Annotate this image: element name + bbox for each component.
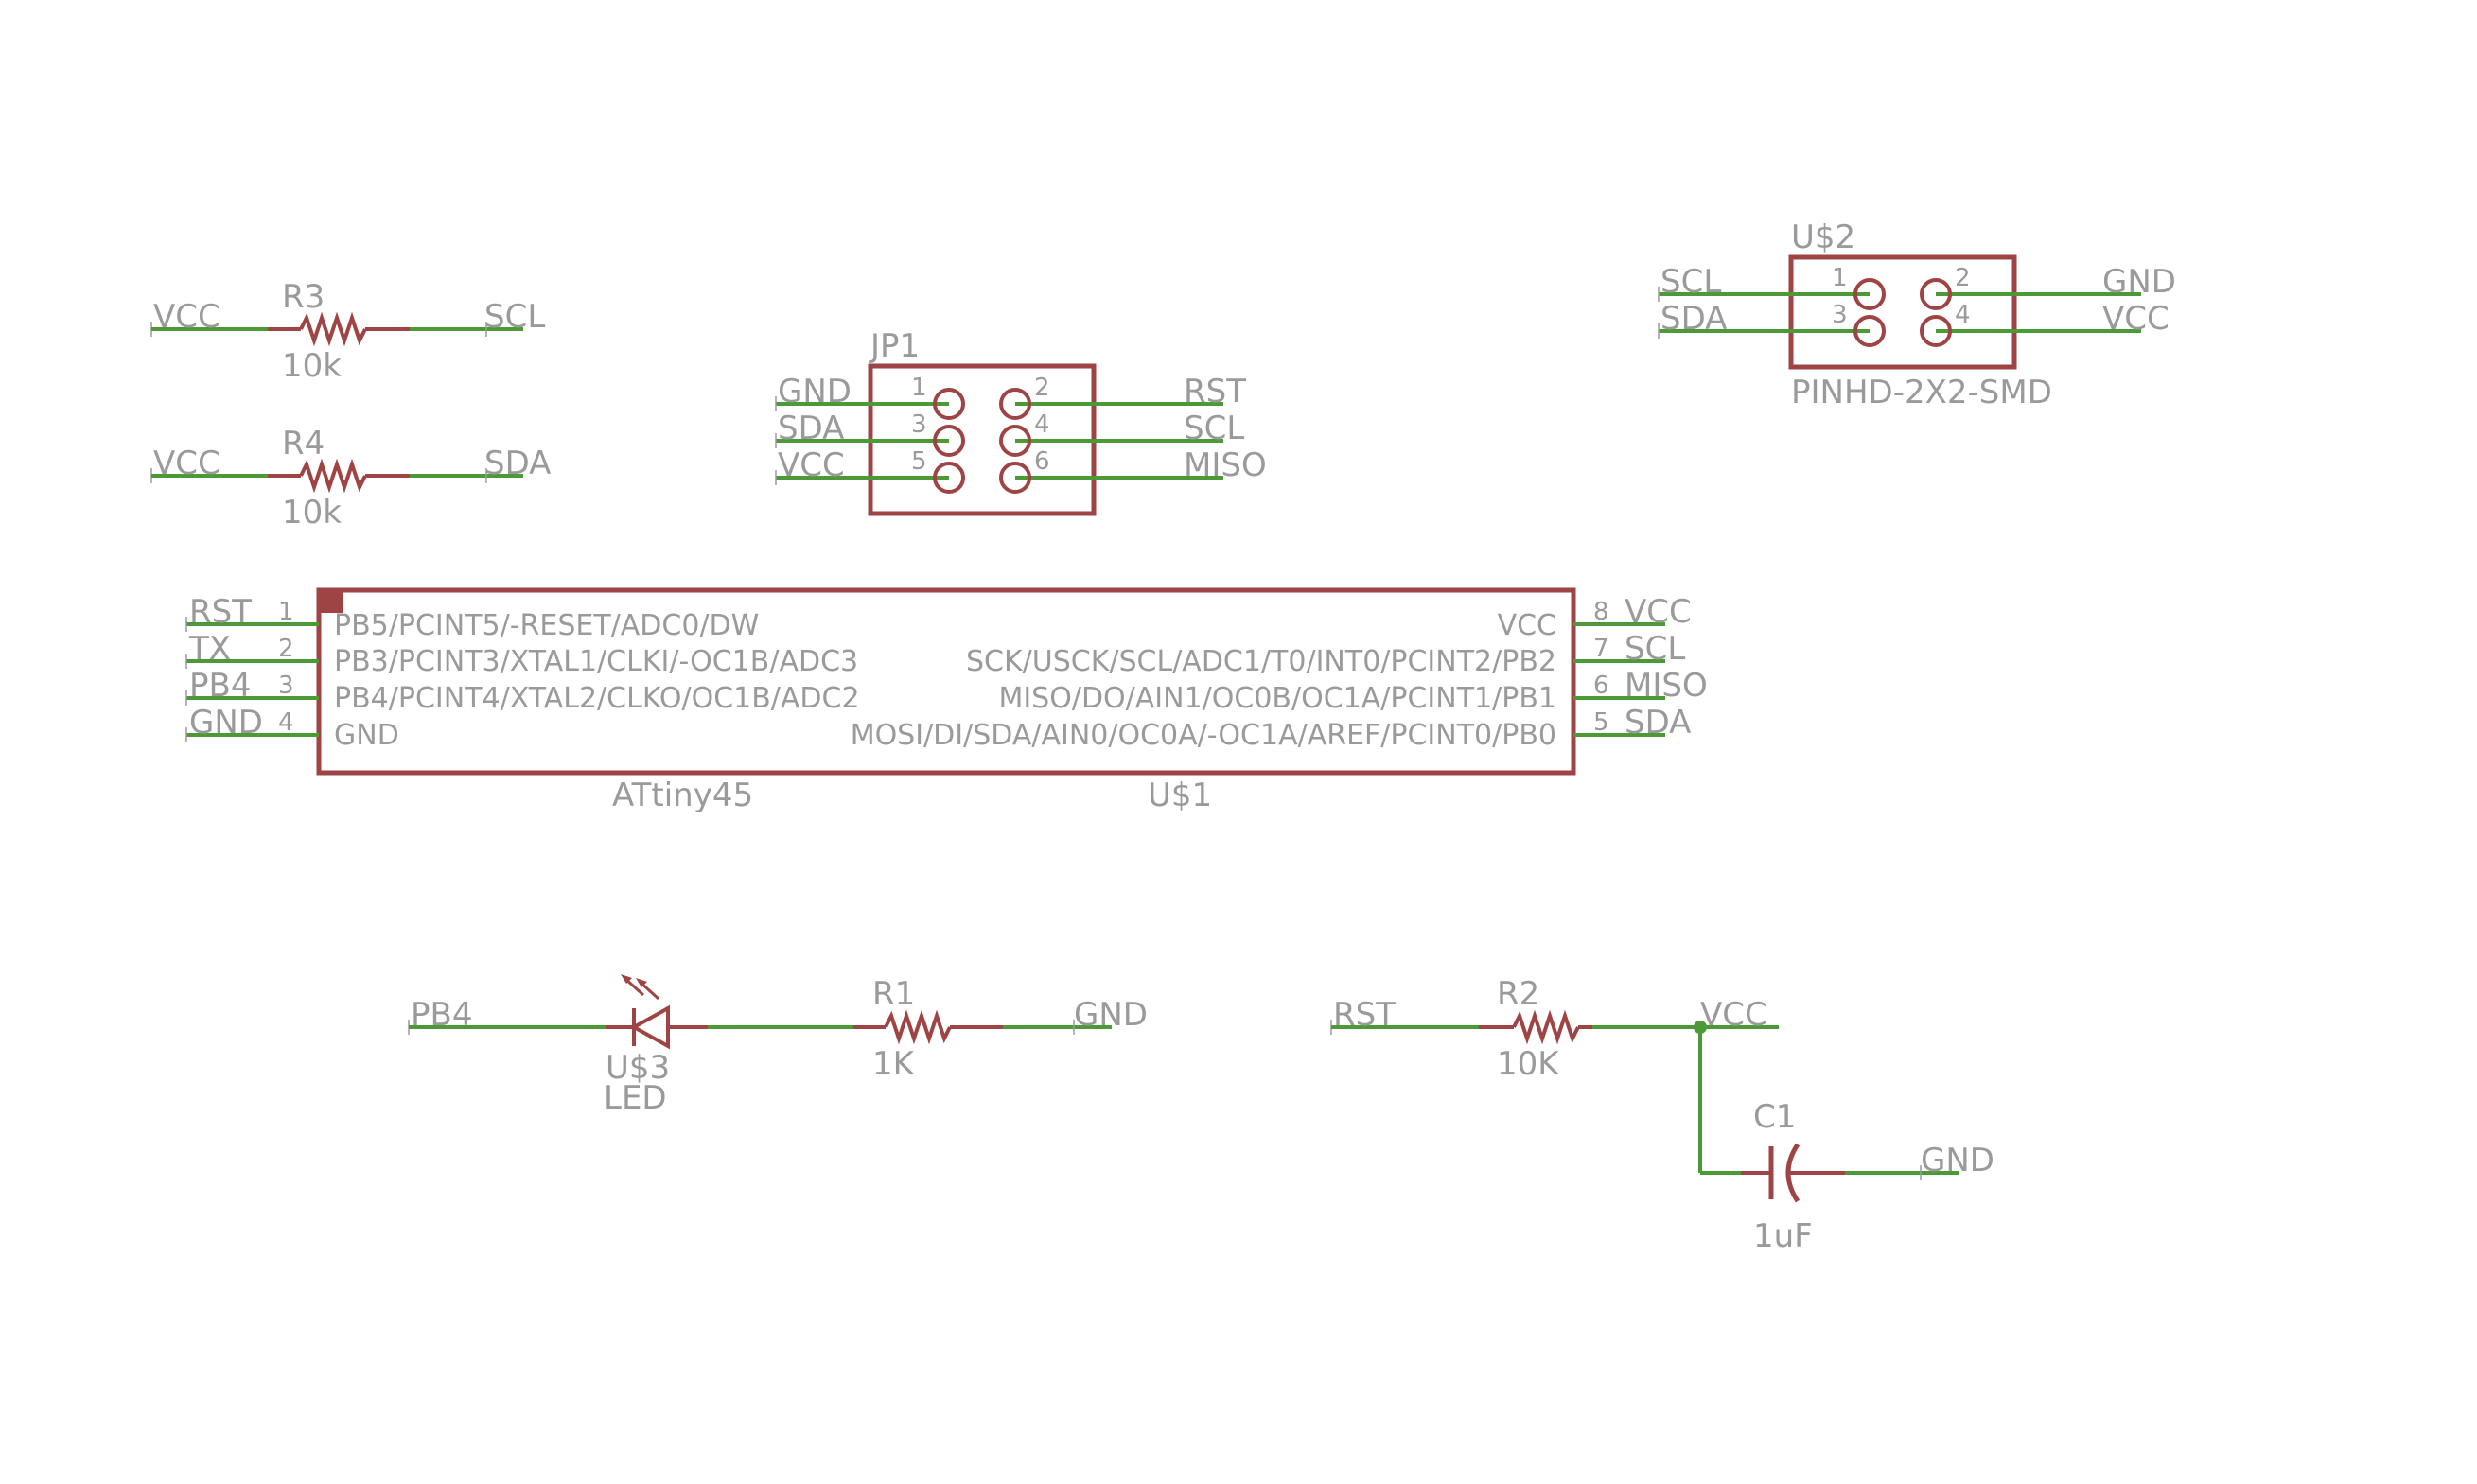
pin-number: 2 (278, 635, 294, 663)
resistor-value: 10K (1497, 1045, 1560, 1083)
capacitor-name: C1 (1753, 1098, 1796, 1136)
net-label: RST (189, 593, 252, 631)
header-package: PINHD-2X2-SMD (1791, 374, 2052, 411)
net-label: SDA (484, 445, 551, 482)
net-label: GND (1074, 996, 1148, 1034)
pin-number: 8 (1593, 598, 1609, 626)
net-label: VCC (153, 298, 220, 336)
pin-function: PB3/PCINT3/XTAL1/CLKI/-OC1B/ADC3 (334, 645, 858, 678)
pin-pad (933, 462, 965, 494)
net-label: MISO (1625, 667, 1708, 705)
net-label: VCC (778, 446, 845, 484)
pin-pad (933, 425, 965, 457)
pin-pad (1853, 315, 1886, 347)
header-name: U$2 (1791, 218, 1855, 256)
resistor-r1: R1 1K GND (853, 975, 1148, 1083)
pin-function: SCK/USCK/SCL/ADC1/T0/INT0/PCINT2/PB2 (966, 645, 1556, 678)
led-name: U$3 (606, 1049, 670, 1087)
resistor-value: 10k (282, 347, 342, 385)
net-label: SDA (1660, 300, 1727, 338)
pin-number: 6 (1034, 447, 1050, 476)
ic-name: U$1 (1148, 777, 1212, 814)
pin-function: GND (334, 719, 399, 752)
pin-number: 2 (1955, 264, 1971, 292)
net-label: MISO (1184, 446, 1267, 484)
net-label: VCC (2102, 300, 2170, 338)
resistor-name: R4 (282, 425, 325, 463)
pin-pad (1920, 315, 1952, 347)
header-outline (1788, 254, 2017, 370)
net-label: VCC (1700, 996, 1767, 1034)
pin-number: 2 (1034, 374, 1050, 402)
net-label: GND (2102, 263, 2176, 301)
pin1-marker (321, 592, 343, 613)
net-label: RST (1184, 373, 1246, 410)
ic-body (316, 587, 1576, 776)
pin-number: 4 (1955, 301, 1971, 329)
net-label: RST (1333, 996, 1396, 1034)
pin-pad (933, 388, 965, 420)
resistor-symbol (299, 311, 367, 347)
pin-pad (999, 388, 1031, 420)
header-us2: U$2 PINHD-2X2-SMD 1 2 3 4 SCL SDA GND VC… (1658, 218, 2176, 411)
resistor-name: R3 (282, 278, 325, 316)
pin-function: MISO/DO/AIN1/OC0B/OC1A/PCINT1/PB1 (998, 682, 1556, 715)
resistor-name: R1 (872, 975, 915, 1013)
pin-pad (999, 462, 1031, 494)
pin-pad (999, 425, 1031, 457)
resistor-symbol (299, 458, 367, 494)
net-label: SCL (1660, 263, 1721, 301)
led-u3: PB4 U$3 LED (408, 974, 853, 1117)
net-label: SDA (778, 410, 844, 447)
pin-function: MOSI/DI/SDA/AIN0/OC0A/-OC1A/AREF/PCINT0/… (851, 719, 1556, 752)
pin-pad (1920, 278, 1952, 310)
pin-number: 1 (1832, 264, 1848, 292)
capacitor-c1: C1 1uF GND (1698, 1027, 1994, 1255)
pin-pad (1853, 278, 1886, 310)
header-name: JP1 (869, 327, 920, 365)
resistor-value: 10k (282, 494, 342, 532)
net-label: GND (189, 704, 263, 742)
pin-number: 3 (911, 410, 927, 439)
pin-number: 3 (1832, 301, 1848, 329)
ic-part: ATtiny45 (612, 777, 753, 814)
pin-number: 6 (1593, 672, 1609, 700)
net-label: TX (188, 630, 231, 668)
pin-function: PB4/PCINT4/XTAL2/CLKO/OC1B/ADC2 (334, 682, 860, 715)
net-label: GND (1921, 1142, 1994, 1179)
net-label: GND (778, 373, 852, 410)
net-label: SCL (484, 298, 545, 336)
pin-number: 5 (911, 447, 927, 476)
pin-number: 1 (911, 374, 927, 402)
led-value: LED (604, 1079, 667, 1117)
resistor-r3: VCC R3 10k SCL (150, 278, 545, 385)
pin-number: 1 (278, 598, 294, 626)
pin-number: 4 (1034, 410, 1050, 439)
pin-function: VCC (1498, 609, 1556, 642)
net-label: SCL (1184, 410, 1244, 447)
pin-function: PB5/PCINT5/-RESET/ADC0/DW (334, 609, 759, 642)
resistor-r2: RST R2 10K VCC (1330, 975, 1779, 1083)
pin-number: 5 (1593, 708, 1609, 737)
resistor-symbol (1512, 1009, 1580, 1045)
header-jp1: JP1 1 2 3 4 5 6 GND SDA VCC RST SCL MISO (775, 327, 1267, 516)
resistor-symbol (884, 1009, 952, 1045)
pin-number: 3 (278, 672, 294, 700)
net-label: SCL (1625, 630, 1685, 668)
net-label: VCC (1625, 593, 1692, 631)
net-label: SDA (1625, 704, 1691, 742)
net-label: VCC (153, 445, 220, 482)
led-triangle (629, 1004, 670, 1050)
capacitor-value: 1uF (1753, 1217, 1813, 1255)
resistor-name: R2 (1497, 975, 1539, 1013)
resistor-r4: VCC R4 10k SDA (150, 425, 551, 532)
net-label: PB4 (411, 996, 472, 1034)
pin-number: 7 (1593, 635, 1609, 663)
resistor-value: 1K (872, 1045, 916, 1083)
net-label: PB4 (189, 667, 251, 705)
ic-attiny45: RST TX PB4 GND 1 2 3 4 PB5/PCINT5/-RESET… (185, 587, 1708, 814)
pin-number: 4 (278, 708, 294, 737)
